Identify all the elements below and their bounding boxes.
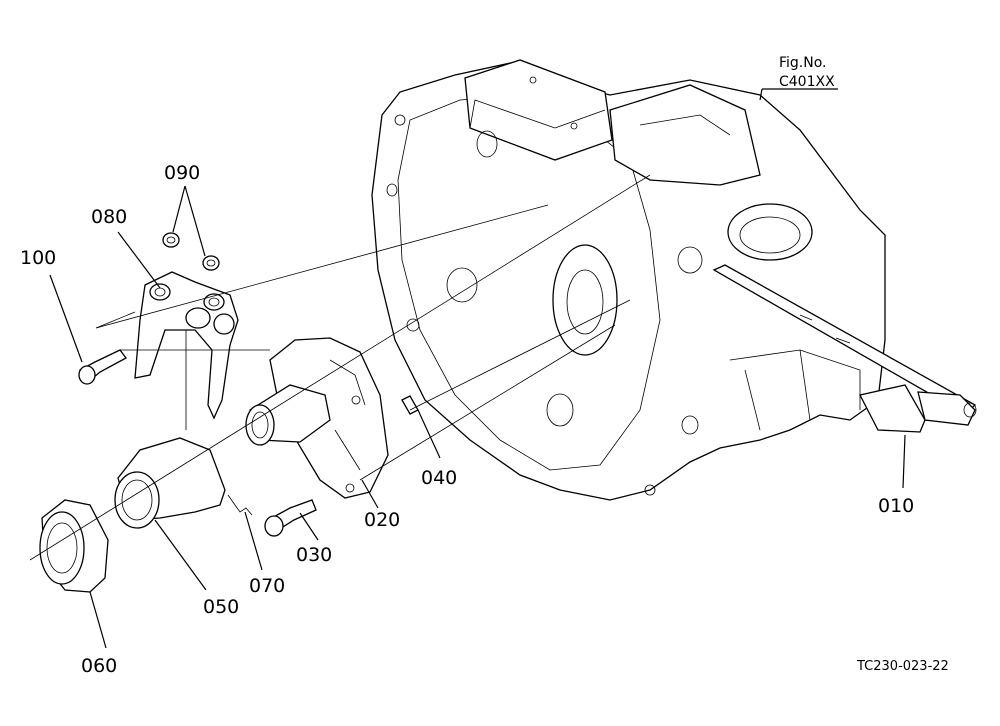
callout-070: 070	[249, 575, 285, 597]
figure-number: Fig.No. C401XX	[779, 55, 835, 90]
callout-020: 020	[364, 509, 400, 531]
part-020-bearing-holder	[245, 337, 389, 499]
part-080-release-fork	[134, 271, 239, 420]
part-010-shift-shaft	[712, 264, 977, 433]
part-070-spring	[227, 494, 253, 516]
callout-080: 080	[91, 206, 127, 228]
callout-090: 090	[164, 162, 200, 184]
callout-050: 050	[203, 596, 239, 618]
drawing-code: TC230-023-22	[856, 659, 949, 674]
assembly-lines	[29, 174, 651, 561]
callout-060: 060	[81, 655, 117, 677]
part-060-release-bearing	[39, 499, 109, 593]
part-090-washers	[162, 232, 220, 271]
callout-040: 040	[421, 467, 457, 489]
fig-no-label: Fig.No.	[779, 55, 827, 71]
transmission-housing	[371, 59, 886, 501]
part-050-release-sleeve	[114, 437, 226, 529]
callout-100: 100	[20, 247, 56, 269]
callout-030: 030	[296, 544, 332, 566]
part-030-bolt	[264, 499, 317, 537]
part-040-pin	[401, 395, 419, 415]
leader-lines	[49, 88, 906, 649]
callout-010: 010	[878, 495, 914, 517]
part-100-bolt	[78, 349, 127, 385]
fig-no-value: C401XX	[779, 74, 835, 90]
